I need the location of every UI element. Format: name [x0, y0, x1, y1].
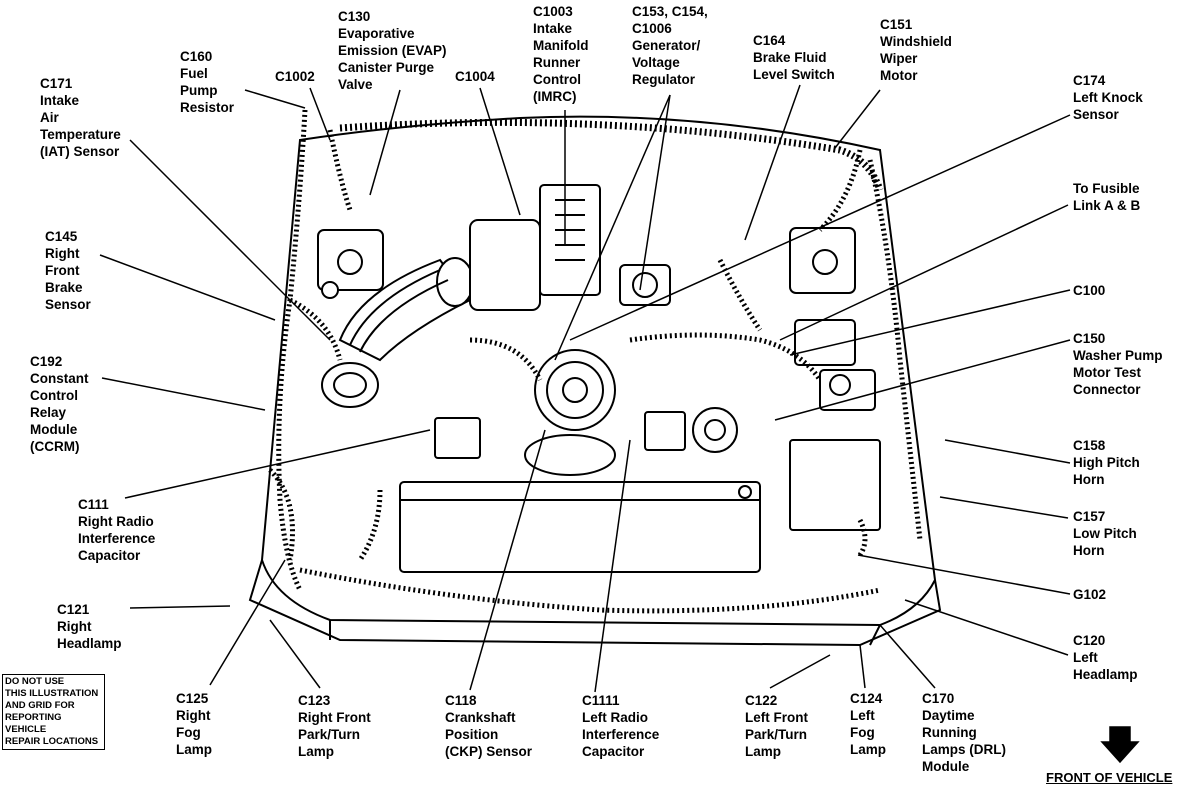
intake-manifold [469, 184, 601, 311]
callout-c100: C100 [1073, 283, 1106, 298]
air-intake-tube [338, 257, 474, 362]
relay-modules [434, 319, 876, 459]
left-strut-tower [789, 227, 856, 294]
callout-g102: G102 [1073, 587, 1107, 602]
leader-lines [99, 84, 1071, 693]
generator [619, 264, 671, 306]
callout-c1002: C1002 [275, 69, 315, 84]
cowl-harness [339, 118, 884, 192]
throttle-body [321, 362, 379, 408]
front-of-vehicle-label: FRONT OF VEHICLE [1046, 770, 1173, 785]
front-arrow [1100, 726, 1140, 764]
radiator-support [399, 439, 881, 573]
callout-c1004: C1004 [455, 69, 495, 84]
accessory-drive [524, 349, 738, 476]
right-strut-tower [317, 229, 384, 299]
body-outline [248, 115, 942, 647]
wiring-harness [268, 109, 923, 614]
